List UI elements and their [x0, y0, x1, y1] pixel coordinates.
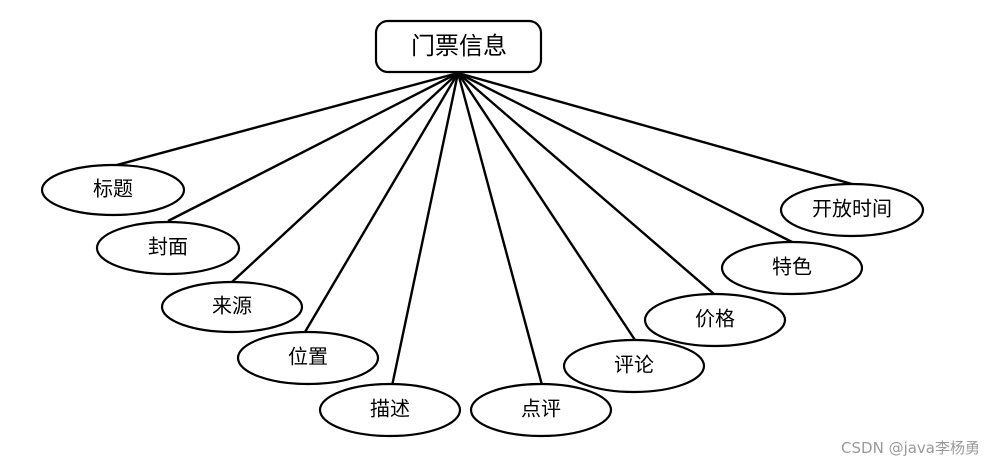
connector-line-review [456, 72, 544, 386]
attribute-label-feature: 特色 [772, 255, 812, 279]
connector-line-comment [456, 72, 637, 341]
connector-line-description [390, 72, 460, 387]
entity-box: 门票信息 [374, 19, 543, 74]
attribute-comment: 评论 [562, 338, 706, 394]
connector-lines [112, 71, 853, 387]
attribute-source: 来源 [160, 280, 304, 334]
connector-line-feature [457, 71, 793, 244]
connector-line-title [112, 71, 459, 168]
attribute-opening-hours: 开放时间 [779, 182, 925, 238]
attribute-price: 价格 [643, 292, 787, 348]
attribute-label-opening-hours: 开放时间 [812, 197, 892, 221]
attribute-label-cover: 封面 [148, 235, 188, 259]
attribute-label-source: 来源 [212, 294, 252, 318]
connector-line-opening-hours [457, 71, 853, 186]
attribute-review: 点评 [469, 382, 613, 438]
entity-label: 门票信息 [411, 32, 507, 60]
watermark: CSDN @java李杨勇 [841, 439, 980, 457]
connector-line-cover [167, 71, 459, 223]
attribute-location: 位置 [236, 330, 380, 386]
attribute-title: 标题 [40, 163, 186, 217]
connector-line-location [303, 72, 460, 333]
connector-line-source [231, 72, 459, 283]
connector-line-price [457, 72, 715, 295]
attribute-label-title: 标题 [93, 177, 133, 201]
attribute-description: 描述 [318, 382, 462, 438]
attribute-label-description: 描述 [370, 397, 410, 421]
attribute-label-price: 价格 [695, 307, 735, 331]
attribute-label-location: 位置 [288, 345, 328, 369]
attribute-label-review: 点评 [521, 397, 561, 421]
attribute-feature: 特色 [720, 240, 864, 296]
attribute-cover: 封面 [95, 220, 241, 276]
attribute-label-comment: 评论 [614, 353, 654, 377]
